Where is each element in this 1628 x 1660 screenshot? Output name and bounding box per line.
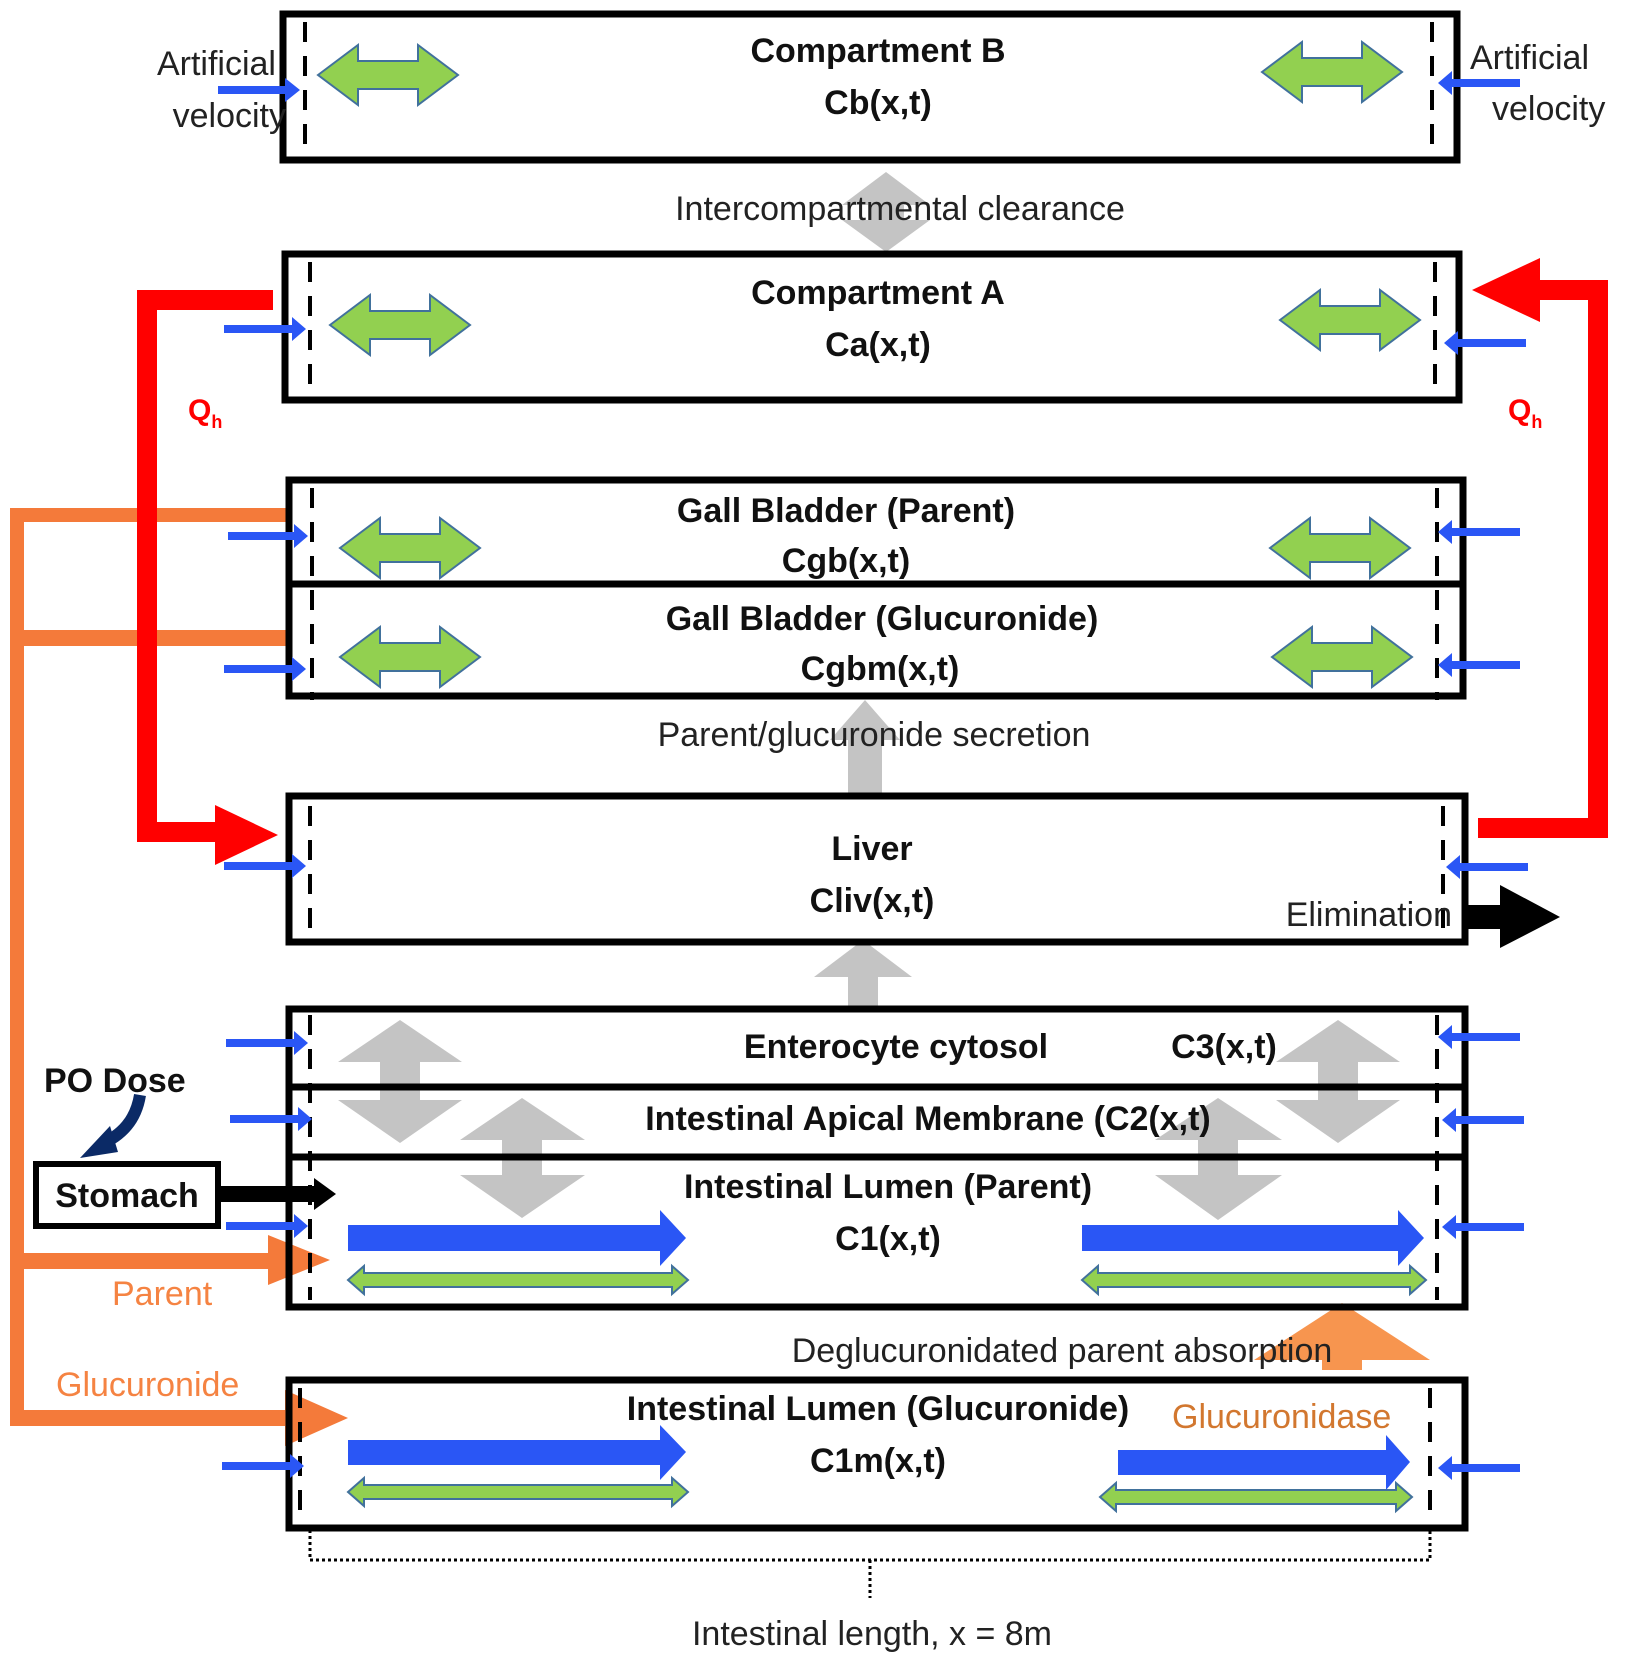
liver-title: Liver xyxy=(831,830,912,868)
lumen-dispersion-arrows xyxy=(346,1263,1428,1514)
intestinal-lumen-glucuronide-variable: C1m(x,t) xyxy=(810,1442,946,1480)
intercompartmental-arrow-icon xyxy=(842,172,930,252)
stomach-to-lumen-arrow-icon xyxy=(218,1178,336,1210)
intestinal-lumen-glucuronide-title: Intestinal Lumen (Glucuronide) xyxy=(627,1390,1129,1428)
gall-bladder-glucuronide-title: Gall Bladder (Glucuronide) xyxy=(666,600,1099,638)
parent-label: Parent xyxy=(112,1275,213,1313)
intestinal-lumen-glucuronide-box xyxy=(285,1376,1469,1532)
gall-bladder-parent-title: Gall Bladder (Parent) xyxy=(677,492,1015,530)
intestinal-lumen-parent-variable: C1(x,t) xyxy=(835,1220,941,1258)
compartment-b-variable: Cb(x,t) xyxy=(824,84,932,122)
glucuronide-label: Glucuronide xyxy=(56,1366,239,1404)
artificial-velocity-left-label-1: Artificial xyxy=(157,45,276,83)
intestinal-length-bracket xyxy=(308,1530,1432,1598)
dispersion-arrows xyxy=(317,41,1421,688)
glucuronidase-arrow-icon xyxy=(1254,1303,1430,1370)
elimination-label: Elimination xyxy=(1286,896,1452,934)
cytosol-membrane-exchange-right-icon xyxy=(1276,1020,1400,1143)
gall-bladder-glucuronide-box xyxy=(285,580,1467,700)
qh-left-label: Qh xyxy=(188,394,222,432)
stomach-label: Stomach xyxy=(55,1177,199,1215)
enterocyte-cytosol-title: Enterocyte cytosol xyxy=(744,1028,1048,1066)
intercompartmental-clearance-label: Intercompartmental clearance xyxy=(675,190,1125,228)
compartment-a-title: Compartment A xyxy=(751,274,1005,312)
liver-variable: Cliv(x,t) xyxy=(810,882,935,920)
convection-arrows xyxy=(348,1210,1424,1490)
intestinal-length-label: Intestinal length, x = 8m xyxy=(692,1615,1052,1653)
po-dose-arrow-icon xyxy=(80,1093,146,1158)
hepatic-outflow-arrow-icon xyxy=(1472,258,1540,322)
secretion-label: Parent/glucuronide secretion xyxy=(658,716,1091,754)
artificial-velocity-arrows xyxy=(218,71,1528,1480)
intestinal-lumen-parent-box xyxy=(285,1153,1469,1311)
po-dose-label: PO Dose xyxy=(44,1062,186,1100)
parent-inflow-arrow-icon xyxy=(268,1235,330,1285)
gall-bladder-glucuronide-variable: Cgbm(x,t) xyxy=(801,650,960,688)
elimination-arrow-icon xyxy=(1465,885,1560,948)
cytosol-membrane-exchange-left-icon xyxy=(338,1020,462,1143)
compartment-b-title: Compartment B xyxy=(750,32,1005,70)
artificial-velocity-left-label-2: velocity xyxy=(173,97,286,135)
gall-bladder-parent-variable: Cgb(x,t) xyxy=(782,542,910,580)
exchange-arrows xyxy=(338,172,1400,1220)
glucuronide-inflow-arrow-icon xyxy=(285,1390,348,1446)
boundary-dashes xyxy=(298,22,1445,1523)
compartment-a-variable: Ca(x,t) xyxy=(825,326,931,364)
artificial-velocity-right-label-1: Artificial xyxy=(1470,39,1589,77)
intestinal-apical-membrane-title: Intestinal Apical Membrane (C2(x,t) xyxy=(645,1100,1211,1138)
secretion-arrow-icon xyxy=(848,735,882,797)
hepatic-inflow-arrow-icon xyxy=(215,805,278,865)
enterocyte-cytosol-variable: C3(x,t) xyxy=(1171,1028,1277,1066)
glucuronidase-label: Glucuronidase xyxy=(1172,1398,1391,1436)
hepatic-flow xyxy=(137,258,1608,865)
deglucuronidated-absorption-label: Deglucuronidated parent absorption xyxy=(792,1332,1333,1370)
qh-right-label: Qh xyxy=(1508,394,1542,432)
intestinal-lumen-parent-title: Intestinal Lumen (Parent) xyxy=(684,1168,1092,1206)
artificial-velocity-right-label-2: velocity xyxy=(1492,90,1605,128)
